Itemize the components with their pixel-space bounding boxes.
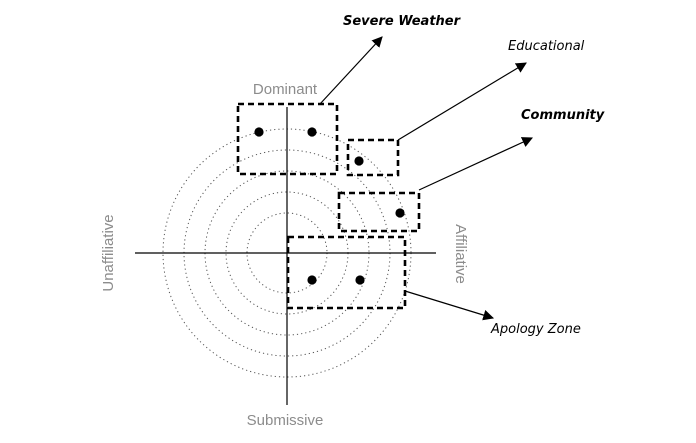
callout-apology-zone: Apology Zone [490, 322, 581, 337]
callout-severe-weather: Severe Weather [343, 14, 462, 29]
educational-box [346, 138, 400, 177]
apology-zone-box [286, 235, 407, 310]
severe-weather-arrow [319, 36, 383, 105]
point-severe-weather-1 [254, 127, 264, 137]
point-community [395, 208, 405, 218]
point-severe-weather-2 [307, 127, 317, 137]
educational-arrow [397, 62, 527, 141]
severe-weather-box [236, 102, 339, 176]
axis-label-submissive: Submissive [247, 412, 324, 429]
callout-community: Community [521, 108, 605, 123]
point-educational [354, 156, 364, 166]
community-box [337, 191, 421, 233]
apology-zone-arrow [404, 290, 495, 321]
callout-educational: Educational [508, 39, 585, 54]
axis-label-affiliative: Affiliative [452, 224, 469, 284]
axis-label-unaffiliative: Unaffiliative [100, 214, 117, 291]
point-apology-zone-2 [355, 275, 365, 285]
axis-label-dominant: Dominant [253, 81, 318, 98]
point-apology-zone-1 [307, 275, 317, 285]
community-arrow [418, 137, 533, 191]
